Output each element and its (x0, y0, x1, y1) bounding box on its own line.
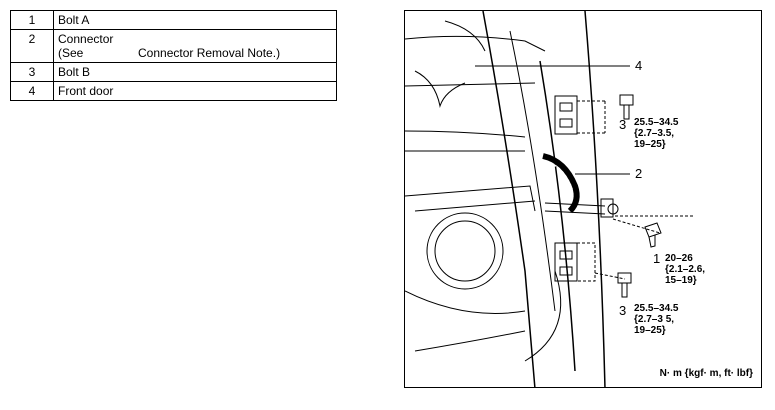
door-removal-figure: 4 2 3 25.5–34.5 {2.7–3.5, 19–25} 1 20–26… (404, 10, 762, 388)
torque-spec-bottom: 25.5–34.5 {2.7–3 5, 19–25} (634, 303, 679, 336)
lower-hinge-plate (559, 250, 573, 260)
part-description: Connector (See Connector Removal Note.) (53, 29, 337, 63)
check-link-nut (607, 203, 619, 215)
table-row: 4 Front door (10, 81, 337, 101)
connector-harness-ribs (544, 160, 573, 190)
check-link-bracket (600, 198, 614, 218)
upper-hinge-plate (559, 118, 573, 128)
table-row: 2 Connector (See Connector Removal Note.… (10, 29, 337, 63)
roof-line (405, 35, 546, 52)
torque-value: {2.1–2.6, (665, 264, 706, 275)
trim-line (405, 130, 526, 138)
torque-value: 25.5–34.5 (634, 303, 679, 314)
torque-value: {2.7–3.5, (634, 128, 675, 139)
part-note-link[interactable]: Connector Removal Note.) (138, 46, 281, 60)
lower-hinge-plate (559, 266, 573, 276)
lower-hinge-leader (594, 272, 626, 280)
torque-spec-mid: 20–26 {2.1–2.6, 15–19} (665, 253, 705, 286)
pillar-curve (524, 270, 562, 362)
part-name: Front door (53, 81, 337, 101)
lower-panel (414, 330, 526, 352)
part-name: Bolt B (53, 62, 337, 82)
upper-hinge-leader (577, 100, 606, 134)
speaker-inner (434, 220, 496, 282)
torque-value: 19–25} (634, 325, 666, 336)
part-note-prefix: (See (58, 46, 84, 60)
torque-value: 25.5–34.5 (634, 117, 679, 128)
torque-value: 15–19} (665, 275, 697, 286)
table-row: 3 Bolt B (10, 62, 337, 82)
callout-3-top: 3 (619, 117, 627, 132)
trim-line (414, 200, 536, 212)
lower-panel (405, 290, 526, 314)
part-number: 2 (10, 29, 54, 63)
lower-hinge-leader (577, 242, 596, 282)
check-link (544, 202, 606, 215)
body-line (405, 82, 536, 87)
door-handle-outline (414, 70, 466, 108)
parts-table: 1 Bolt A 2 Connector (See Connector Remo… (10, 10, 337, 101)
fender-edge (584, 11, 606, 387)
lower-hinge (554, 242, 578, 282)
door-edge (482, 11, 536, 387)
upper-hinge-plate (559, 102, 573, 112)
speaker-grille (426, 212, 504, 290)
callout-4: 4 (635, 58, 643, 73)
callout-2: 2 (635, 166, 643, 181)
part-note: (See Connector Removal Note.) (58, 46, 332, 60)
part-name: Bolt A (53, 10, 337, 30)
pillar-line (444, 20, 486, 52)
callout-1: 1 (653, 251, 661, 266)
callout-3-bottom: 3 (619, 303, 627, 318)
torque-value: 19–25} (634, 139, 666, 150)
upper-hinge (554, 95, 578, 135)
torque-value: {2.7–3 5, (634, 314, 675, 325)
torque-value: 20–26 (665, 253, 693, 264)
trim-line (405, 185, 536, 212)
bolt-a-leader (612, 215, 695, 234)
part-name: Connector (58, 32, 114, 46)
torque-units: N· m {kgf· m, ft· lbf} (659, 368, 753, 379)
door-illustration (405, 11, 695, 387)
bolt-b-bottom (617, 272, 632, 298)
part-number: 3 (10, 62, 54, 82)
bolt-b-top (619, 94, 634, 120)
part-number: 1 (10, 10, 54, 30)
table-row: 1 Bolt A (10, 10, 337, 30)
torque-spec-top: 25.5–34.5 {2.7–3.5, 19–25} (634, 117, 679, 150)
door-edge-inner (509, 30, 556, 312)
body-pillar (539, 60, 576, 372)
part-number: 4 (10, 81, 54, 101)
bolt-a (644, 222, 662, 248)
